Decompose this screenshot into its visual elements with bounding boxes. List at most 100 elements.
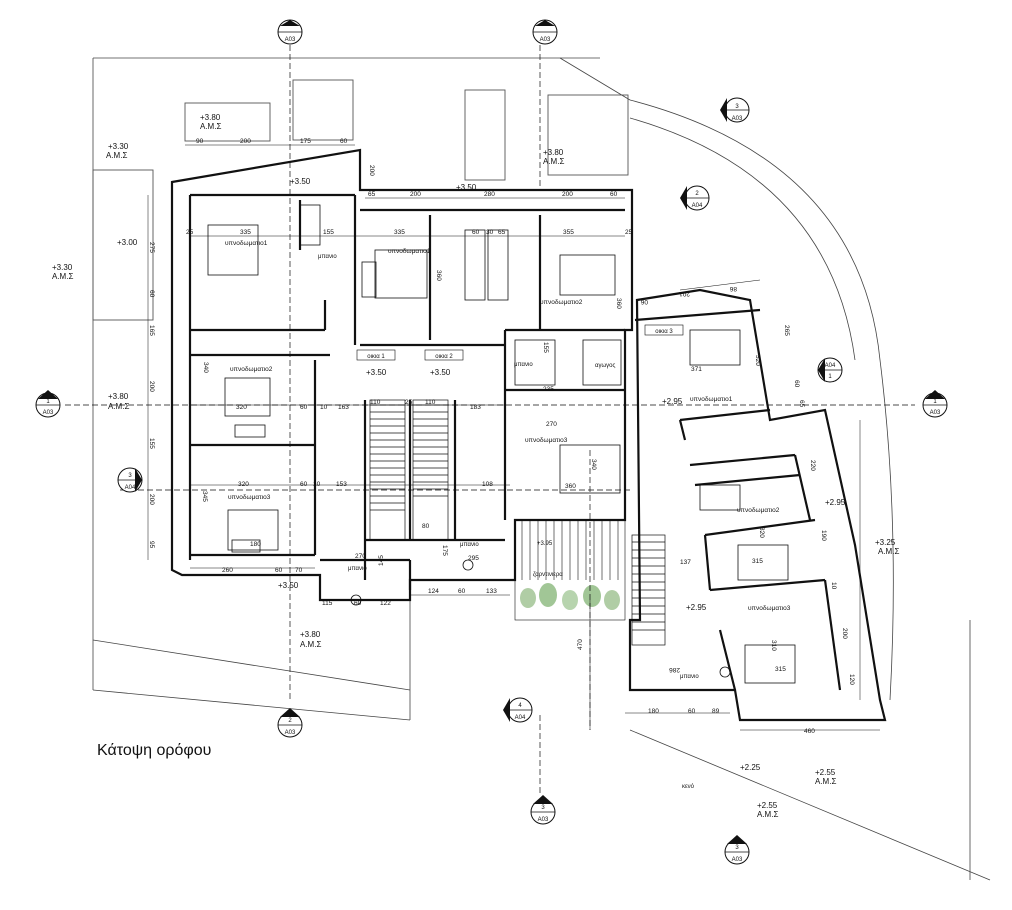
room-label: ζαρντινιερα — [533, 572, 563, 578]
dimension: 30 — [486, 229, 494, 236]
sheet-ref: A04 — [692, 203, 703, 209]
dimension: 355 — [563, 229, 574, 236]
dimension-text: 90 200 175 60 65 200 280 200 60 335 155 … — [148, 138, 855, 735]
section-marker-top-center: A03 — [532, 19, 558, 45]
dimension: 235 — [543, 386, 554, 393]
room-label: μπανιο — [680, 674, 699, 680]
level-value: +3.80 — [200, 113, 221, 122]
level-label: Α.Μ.Σ — [543, 157, 564, 166]
dimension: 60 — [354, 600, 362, 607]
dimension: 175 — [441, 545, 448, 556]
dimension: 10 — [313, 481, 321, 488]
dimension: 183 — [470, 404, 481, 411]
house-tag: οικια 2 — [435, 354, 453, 360]
level-value: +3.50 — [456, 183, 477, 192]
level-label: Α.Μ.Σ — [106, 151, 127, 160]
level-value: +3.80 — [300, 630, 321, 639]
level-value: +3.95 — [537, 541, 553, 547]
dimension: 320 — [236, 404, 247, 411]
dimension: 200 — [562, 191, 573, 198]
staircase-3 — [631, 534, 666, 646]
sheet-ref: A03 — [43, 410, 54, 416]
planter-greenery — [520, 583, 620, 610]
level-label: Α.Μ.Σ — [52, 272, 73, 281]
dimension: 345 — [201, 491, 208, 502]
level-value: +3.50 — [278, 581, 299, 590]
dimension: 60 — [148, 290, 155, 298]
dimension: 60 — [300, 404, 308, 411]
dimension: 70 — [295, 567, 303, 574]
dimension: 145 — [378, 555, 385, 566]
section-marker-bottom-right: 3 A03 — [724, 835, 750, 865]
dimension: 180 — [250, 541, 261, 548]
level-value: +2.55 — [815, 768, 836, 777]
sheet-ref: A03 — [540, 37, 551, 43]
room-labels: υπνοδωματιο1 υπνοδωματιο1 υπνοδωματιο2 υ… — [225, 240, 791, 790]
dimension: 155 — [148, 438, 155, 449]
level-label: Α.Μ.Σ — [200, 122, 221, 131]
dimension: 95 — [148, 541, 155, 549]
dimension: 335 — [240, 229, 251, 236]
dimension: 60 — [458, 588, 466, 595]
dimension: 275 — [148, 242, 155, 253]
dimension: 200 — [148, 494, 155, 505]
dimension-lines — [147, 144, 880, 731]
level-value: +3.50 — [366, 368, 387, 377]
section-marker-left: 1 A03 — [35, 390, 61, 418]
dimension: 80 — [422, 523, 430, 530]
dimension: 200 — [148, 381, 155, 392]
dimension: 470 — [577, 639, 584, 650]
section-lines — [65, 45, 915, 795]
dimension: 110 — [370, 399, 381, 406]
dimension: 137 — [680, 559, 691, 566]
dimension: 286 — [669, 666, 680, 673]
room-label: μπανιο — [318, 254, 337, 260]
staircase-2 — [412, 399, 449, 541]
room-label: αγωγος — [595, 363, 615, 369]
dimension: 25 — [625, 229, 633, 236]
level-value: +3.80 — [543, 148, 564, 157]
sheet-ref: A04 — [515, 715, 526, 721]
dimension: 360 — [435, 270, 442, 281]
dimension: 108 — [482, 481, 493, 488]
outer-walls — [92, 79, 629, 321]
dimension: 265 — [783, 325, 790, 336]
dimension: 335 — [394, 229, 405, 236]
room-label: μπανιο — [348, 566, 367, 572]
section-marker-a04-left: 3 A04 — [117, 467, 143, 493]
section-number: 2 — [288, 718, 292, 724]
dimension: 120 — [848, 674, 855, 685]
level-value: +2.55 — [757, 801, 778, 810]
dimension: 110 — [425, 399, 436, 406]
level-label: Α.Μ.Σ — [815, 777, 836, 786]
dimension: 60 — [610, 191, 618, 198]
dimension: 25 — [186, 229, 194, 236]
dimension: 310 — [770, 640, 777, 651]
room-label: υπνοδωματιο1 — [690, 396, 733, 403]
section-number: 1 — [933, 399, 937, 405]
site-boundary — [92, 57, 991, 881]
dimension: 200 — [410, 191, 421, 198]
dimension: 155 — [542, 342, 549, 353]
pergola — [514, 519, 626, 621]
level-label: Α.Μ.Σ — [757, 810, 778, 819]
level-value: +3.50 — [290, 177, 311, 186]
room-label: υπνοδωματιο3 — [748, 605, 791, 612]
dimension: 270 — [546, 421, 557, 428]
section-marker-top-right: 3 A03 — [720, 97, 750, 123]
room-label: μπανιο — [460, 542, 479, 548]
dimension: 10 — [320, 404, 328, 411]
dimension: 270 — [355, 553, 366, 560]
sheet-ref: A03 — [732, 857, 743, 863]
room-label: υπνοδωματιο3 — [525, 437, 568, 444]
dimension: 371 — [691, 366, 702, 373]
dimension: 180 — [648, 708, 659, 715]
dimension: 340 — [202, 362, 209, 373]
house-tag: οικια 3 — [655, 329, 673, 335]
room-label: υπνοδωματιο1 — [225, 240, 268, 247]
level-value: +3.30 — [108, 142, 129, 151]
room-label: υπνοδωματιο2 — [540, 299, 583, 306]
dimension: 360 — [565, 483, 576, 490]
staircase-1 — [369, 399, 406, 541]
section-marker-a04-bottom: 4 A04 — [503, 697, 533, 723]
